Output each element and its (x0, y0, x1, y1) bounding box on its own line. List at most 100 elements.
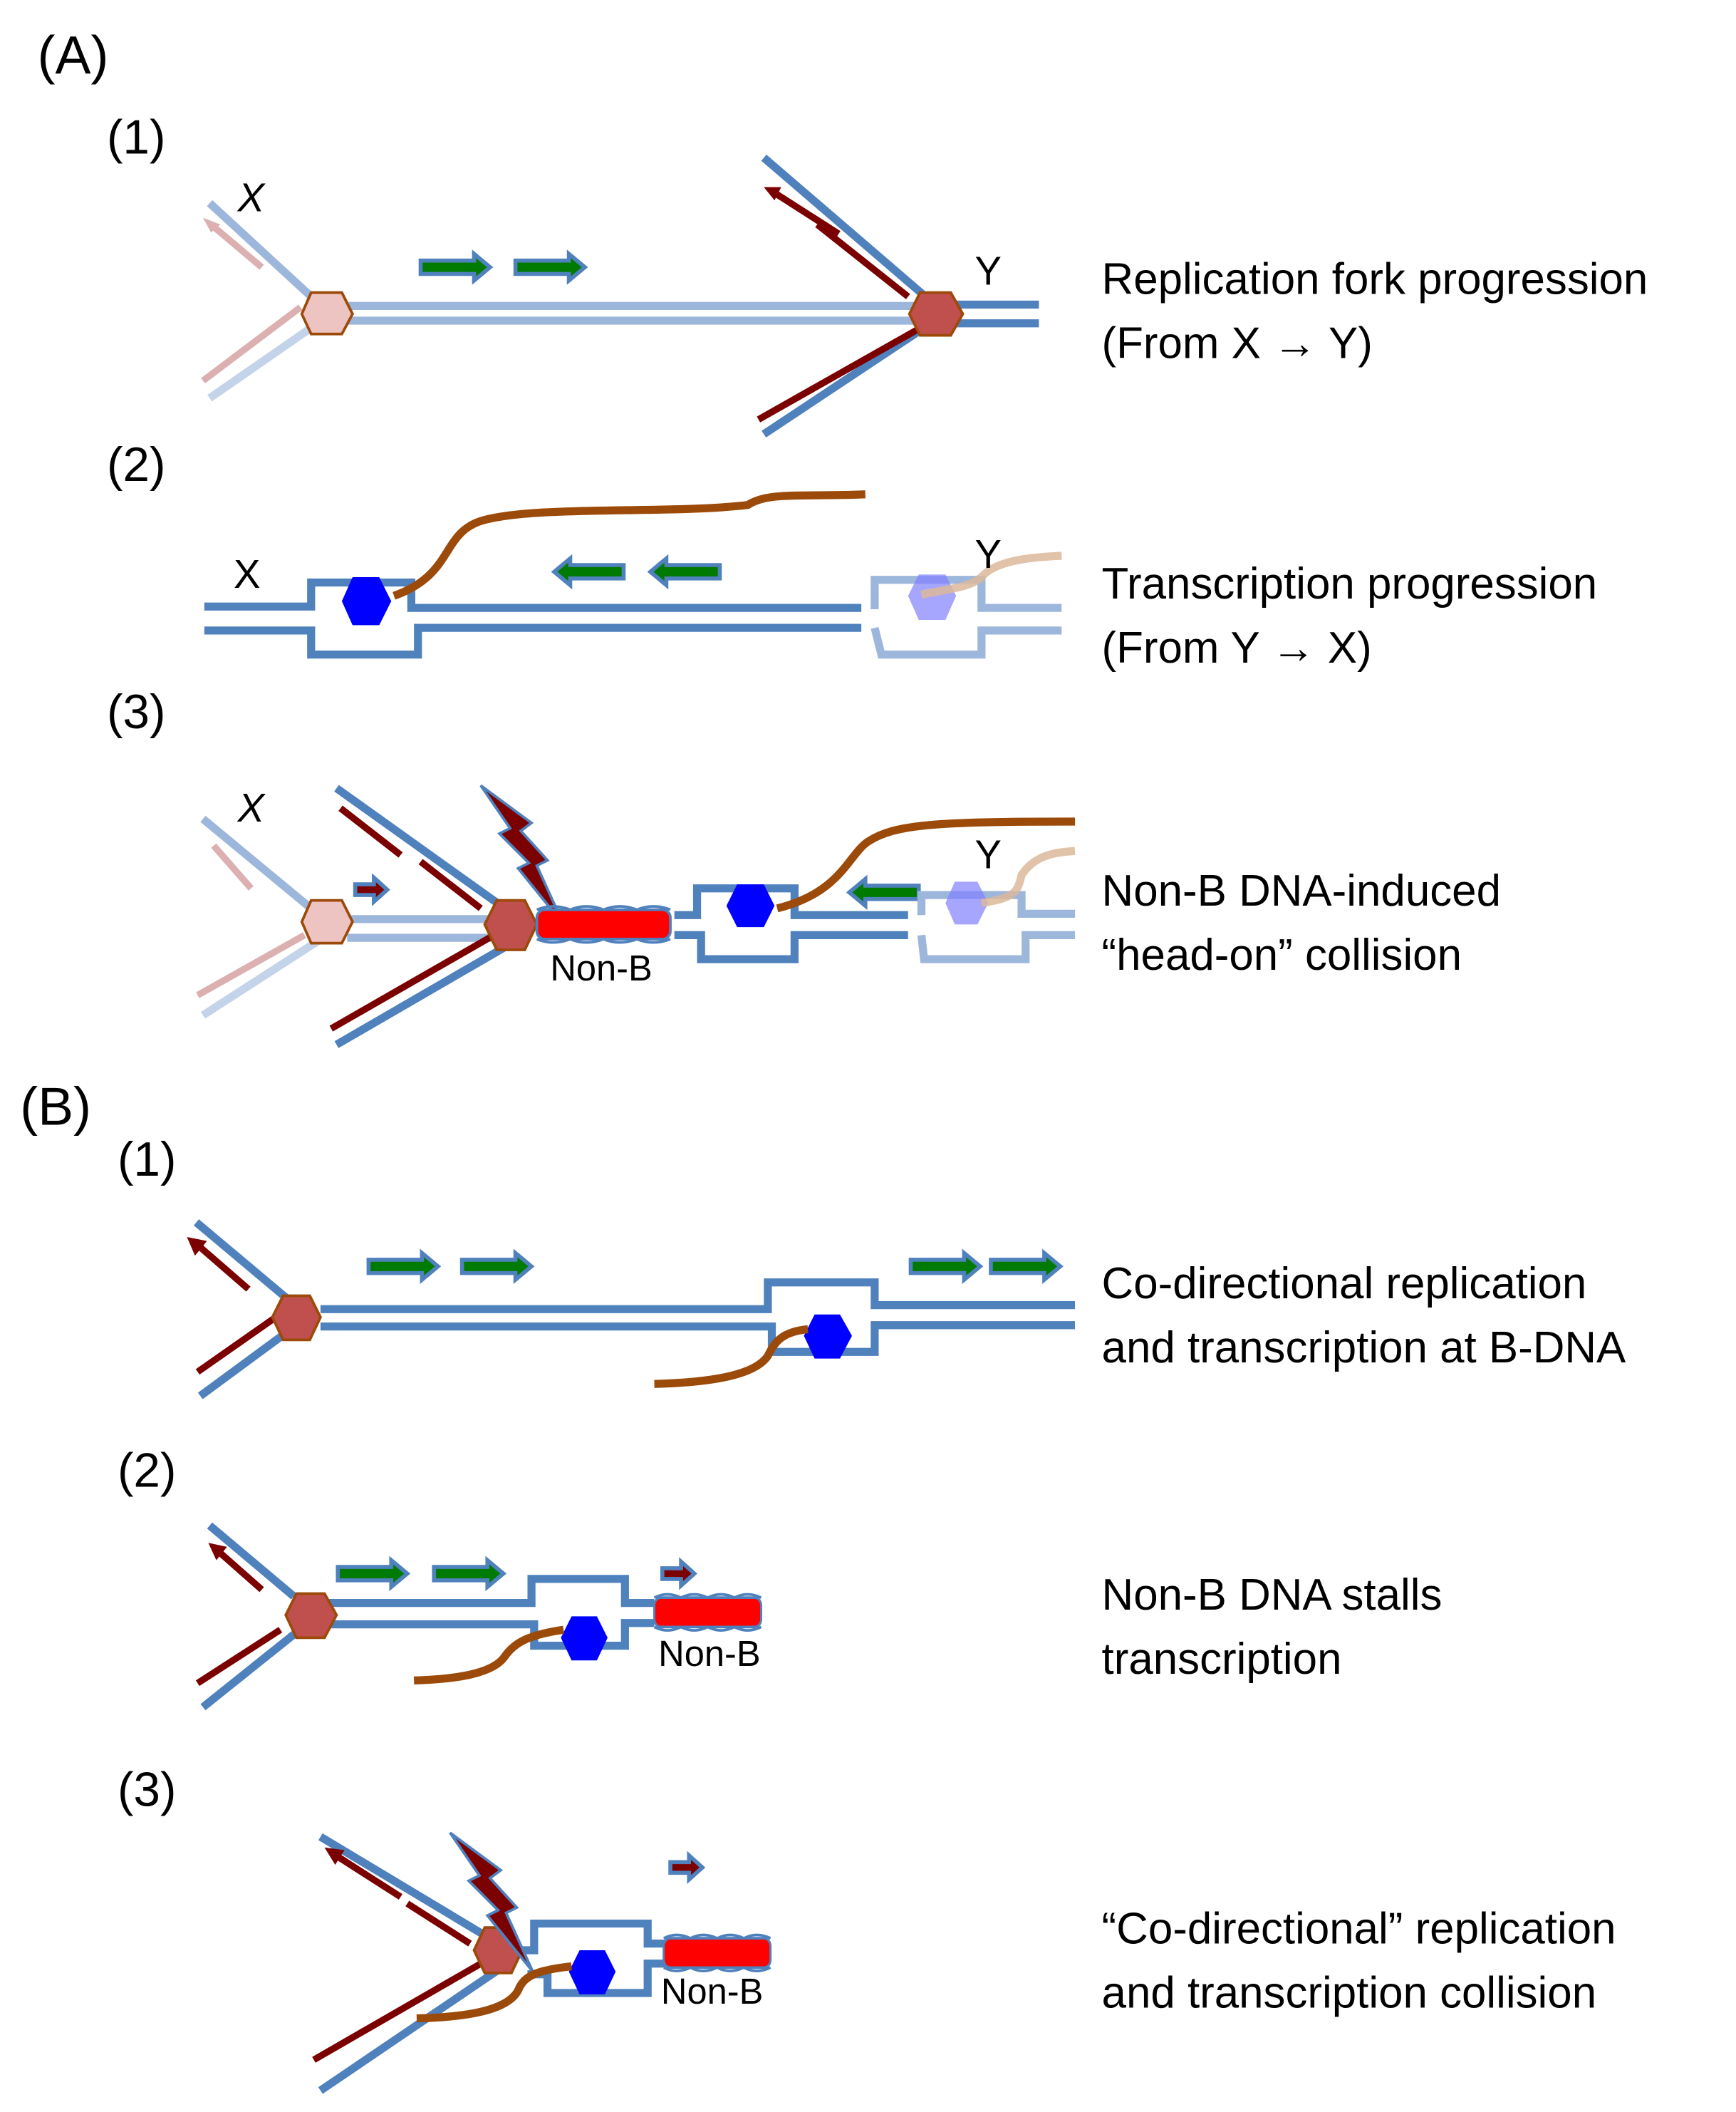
description-line-1: Co-directional replication (1102, 1259, 1587, 1308)
panel-a-step-1: (1) X Y Replication fork progression (Fr… (107, 111, 1648, 438)
rna-transcript (920, 552, 1062, 599)
step-label: (3) (107, 685, 165, 739)
nascent-dna-arrow-icon (209, 222, 264, 270)
rna-transcript (416, 1962, 572, 2023)
rna-polymerase-icon (568, 1950, 616, 1994)
description-line-1: Replication fork progression (1102, 255, 1648, 304)
direction-arrow-icon (910, 1253, 979, 1280)
dna-strand (318, 1960, 510, 2094)
dna-strand (334, 785, 516, 918)
dna-strand (204, 623, 862, 659)
marker-y: Y (974, 248, 1002, 293)
dna-strand (200, 1629, 299, 1711)
replisome-faint-icon (300, 291, 355, 336)
panel-a-label: (A) (37, 25, 108, 85)
description-line-1: Transcription progression (1102, 559, 1598, 609)
direction-arrow-icon (650, 559, 719, 585)
dna-strand (207, 313, 330, 402)
rna-transcript (393, 490, 866, 600)
panel-b-step-2: (2) Non-B Non-B DNA stalls transcription (118, 1444, 1443, 1711)
dna-strand (917, 891, 1076, 918)
dna-strand (320, 1575, 655, 1608)
nascent-direction-arrow-icon (662, 1562, 695, 1586)
marker-x: X (234, 552, 261, 596)
rna-transcript (980, 847, 1076, 907)
non-b-dna-block (535, 905, 672, 944)
panel-a-step-2: (2) X Y Transcription progression (From … (107, 438, 1597, 673)
direction-arrow-icon (368, 1253, 437, 1280)
dna-strand (200, 815, 330, 925)
marker-x: X (237, 175, 266, 219)
rna-transcript (654, 1325, 809, 1388)
nascent-dna-arrow-icon (312, 1960, 483, 2063)
rna-transcript (413, 1625, 564, 1685)
nascent-dna-arrow-icon (418, 859, 483, 911)
description-line-2: (From Y → X) (1102, 623, 1372, 673)
nascent-dna-arrow-icon (201, 304, 303, 384)
non-b-dna-block (662, 1933, 772, 1972)
marker-x: X (237, 785, 266, 830)
dna-strand (917, 931, 1076, 963)
description-line-1: Non-B DNA stalls (1102, 1570, 1443, 1620)
step-label: (1) (107, 111, 165, 165)
rna-transcript (776, 817, 1076, 913)
non-b-label: Non-B (661, 1971, 763, 2012)
step-label: (3) (118, 1764, 176, 1817)
description-line-2: “head-on” collision (1102, 931, 1462, 980)
direction-arrow-icon (849, 879, 918, 906)
replisome-icon (483, 899, 539, 951)
marker-y: Y (974, 832, 1002, 877)
nascent-direction-arrow-icon (355, 878, 388, 902)
description-line-2: and transcription collision (1102, 1969, 1597, 2018)
non-b-label: Non-B (550, 948, 652, 988)
dna-strand (334, 938, 516, 1048)
description-line-1: Non-B DNA-induced (1102, 866, 1501, 916)
replisome-icon (284, 1592, 338, 1640)
description-line-2: (From X → Y) (1102, 319, 1373, 368)
nascent-dna-arrow-icon (214, 1547, 264, 1593)
nascent-dna-arrow-icon (770, 188, 841, 237)
nascent-dna-arrow-icon (815, 222, 910, 299)
rna-polymerase-icon (726, 884, 775, 928)
step-label: (2) (107, 438, 165, 492)
description-line-2: transcription (1102, 1635, 1342, 1684)
dna-strand (320, 1278, 1076, 1313)
dna-strand (207, 1522, 297, 1600)
rna-polymerase-faint-icon (908, 574, 957, 620)
nascent-dna-arrow-icon (195, 1242, 251, 1292)
dna-strand (521, 1919, 665, 1955)
rna-polymerase-faint-icon (945, 881, 989, 925)
description-line-1: “Co-directional” replication (1102, 1905, 1616, 1954)
step-label: (2) (118, 1444, 176, 1498)
dna-strand (193, 1219, 299, 1310)
replisome-faint-icon (300, 899, 354, 945)
panel-b-label: (B) (20, 1077, 91, 1137)
marker-y: Y (974, 532, 1002, 576)
non-b-label: Non-B (658, 1633, 760, 1674)
dna-strand (204, 578, 862, 612)
replisome-icon (271, 1294, 322, 1342)
nascent-dna-arrow-icon (195, 1313, 280, 1375)
rna-polymerase-icon (561, 1616, 608, 1661)
nascent-dna-arrow-icon (405, 1900, 472, 1947)
nascent-dna-arrow-icon (329, 932, 496, 1032)
nascent-dna-arrow-icon (332, 1851, 402, 1900)
nascent-direction-arrow-icon (670, 1855, 702, 1880)
direction-arrow-icon (421, 254, 490, 280)
dna-strand (320, 1321, 1076, 1356)
dna-strand (200, 931, 330, 1019)
step-label: (1) (118, 1133, 176, 1186)
nascent-dna-arrow-icon (211, 843, 254, 891)
nascent-dna-arrow-icon (195, 1627, 283, 1687)
direction-arrow-icon (338, 1560, 407, 1587)
direction-arrow-icon (516, 254, 585, 280)
direction-arrow-icon (462, 1253, 531, 1280)
panel-a-step-3: (3) X Non-B Y Non-B DNA-induced “head-on… (107, 685, 1501, 1048)
rna-polymerase-icon (341, 576, 392, 626)
direction-arrow-icon (434, 1560, 503, 1587)
dna-strand (870, 626, 1062, 659)
direction-arrow-icon (991, 1253, 1060, 1280)
replisome-icon (908, 291, 965, 337)
panel-b-step-1: (1) Co-directional replication and trans… (118, 1133, 1626, 1399)
